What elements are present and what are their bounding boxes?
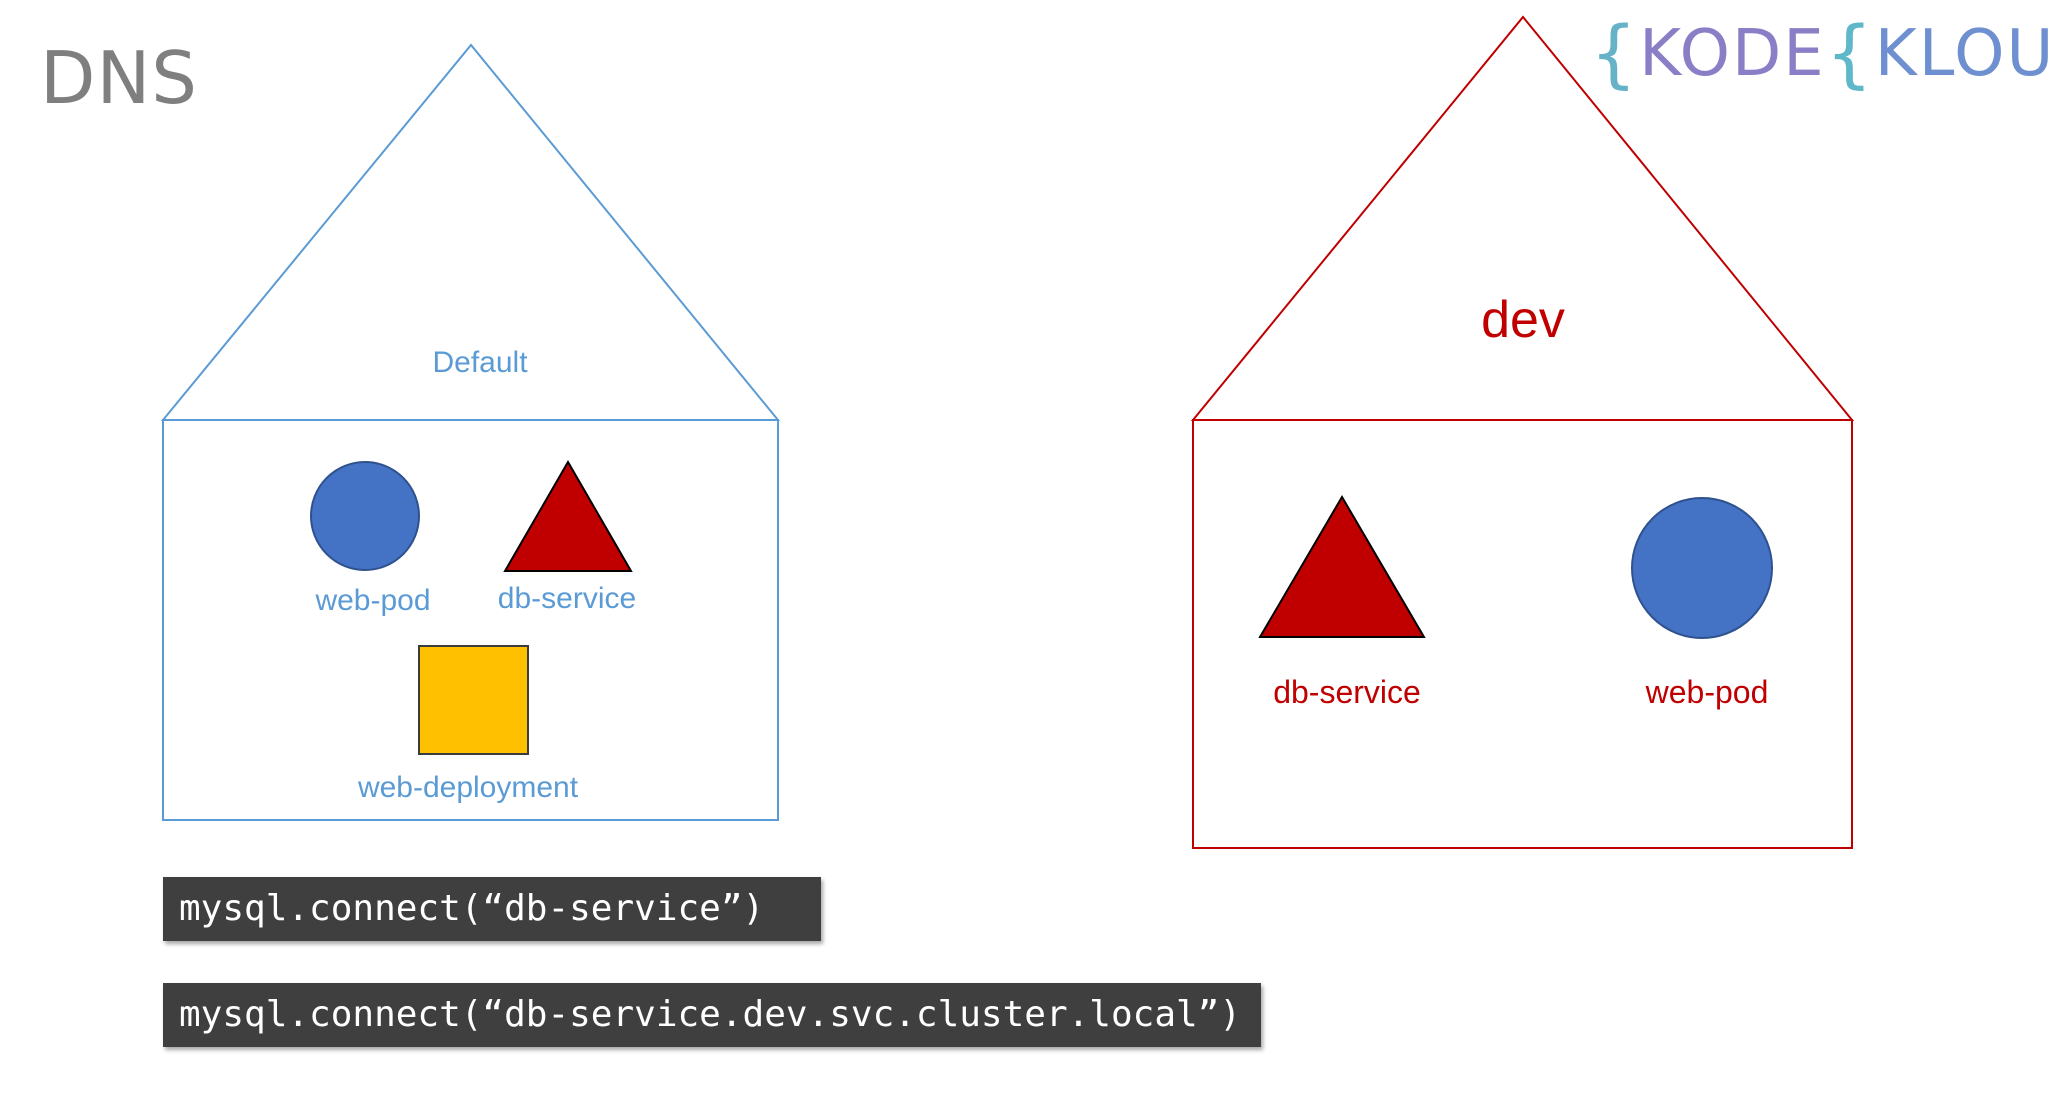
default-web-deployment-label: web-deployment	[357, 771, 579, 804]
code-snippet-short: mysql.connect(“db-service”)	[163, 877, 821, 941]
logo-brace-left: {	[1590, 11, 1640, 97]
namespace-dev: dev db-service web-pod	[1190, 15, 1855, 849]
page-title: DNS	[40, 36, 199, 120]
logo-brace-right: {	[1825, 11, 1875, 97]
dev-namespace-label: dev	[1481, 291, 1565, 349]
default-web-pod-label: web-pod	[314, 584, 430, 617]
dev-body	[1192, 419, 1853, 849]
namespace-default: Default web-pod db-service web-deploymen…	[160, 43, 781, 821]
db-service-icon	[503, 460, 633, 572]
db-service-icon	[1258, 495, 1426, 638]
web-deployment-icon	[418, 645, 529, 755]
logo-text-kode: KODE	[1639, 17, 1826, 91]
default-namespace-label: Default	[432, 346, 528, 379]
web-pod-icon	[310, 461, 420, 571]
dev-roof	[1190, 15, 1855, 421]
dev-db-service-label: db-service	[1273, 674, 1421, 710]
default-body	[162, 419, 779, 821]
dev-web-pod-label: web-pod	[1645, 674, 1769, 710]
code-snippet-fqdn: mysql.connect(“db-service.dev.svc.cluste…	[163, 983, 1261, 1047]
web-pod-icon	[1631, 497, 1773, 639]
default-db-service-label: db-service	[498, 582, 636, 615]
